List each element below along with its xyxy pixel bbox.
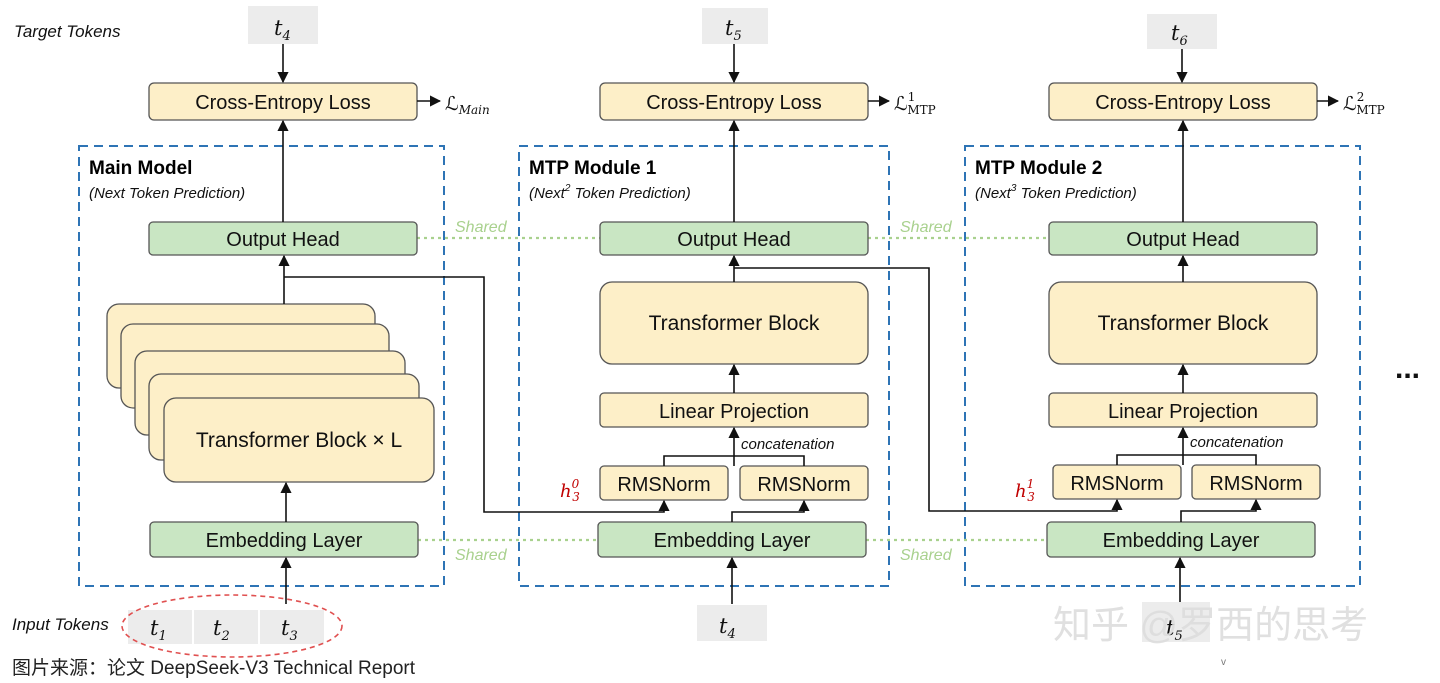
corner-mark: v <box>1221 657 1226 668</box>
svg-text:RMSNorm: RMSNorm <box>1070 473 1163 495</box>
mtp2-rmsnorm-left: RMSNorm <box>1052 464 1182 500</box>
mtp1-rmsnorm-left: RMSNorm <box>599 465 729 501</box>
svg-text:t4: t4 <box>274 16 291 44</box>
arrow-mtp1-embed-to-rms <box>731 499 810 522</box>
shared-label-output-2: Shared <box>900 219 953 236</box>
svg-text:Output Head: Output Head <box>677 229 790 251</box>
mtp1-loss-box: Cross-Entropy Loss <box>599 82 869 121</box>
target-tokens-label: Target Tokens <box>14 22 121 41</box>
mtp1-concat-bracket <box>663 455 805 466</box>
more-modules-ellipsis: ... <box>1395 352 1420 385</box>
svg-text:Cross-Entropy Loss: Cross-Entropy Loss <box>646 92 822 114</box>
svg-text:t4: t4 <box>719 614 736 642</box>
arrow-mtp1-hidden-to-mtp2-rms <box>734 267 1123 512</box>
shared-label-embedding-1: Shared <box>455 547 508 564</box>
svg-text:Output Head: Output Head <box>1126 229 1239 251</box>
svg-text:Transformer Block: Transformer Block <box>1098 312 1269 335</box>
zhihu-watermark: 知乎 @罗西的思考 <box>1053 605 1368 647</box>
mtp1-frame <box>518 145 890 587</box>
main-transformer-stack: Transformer Block × L <box>106 303 435 483</box>
svg-text:t5: t5 <box>725 16 742 44</box>
source-caption: 图片来源：论文 DeepSeek-V3 Technical Report <box>12 657 416 679</box>
main-loss-symbol: ℒMain <box>445 93 490 117</box>
main-model-title: Main Model <box>89 158 192 179</box>
svg-text:t6: t6 <box>1171 21 1188 49</box>
mtp2-rmsnorm-right: RMSNorm <box>1191 464 1321 500</box>
svg-text:Cross-Entropy Loss: Cross-Entropy Loss <box>195 92 371 114</box>
mtp2-frame <box>964 145 1361 587</box>
mtp1-input-token-t4: t4 <box>697 605 767 642</box>
input-token-t2: t2 <box>213 616 230 644</box>
mtp1-embedding-layer: Embedding Layer <box>597 521 867 558</box>
target-token-t6: t6 <box>1147 14 1217 49</box>
svg-text:Output Head: Output Head <box>226 229 339 251</box>
mtp2-output-head: Output Head <box>1048 221 1318 256</box>
mtp2-linear-projection: Linear Projection <box>1048 392 1318 428</box>
mtp1-subtitle: (Next2 Token Prediction) <box>529 183 691 202</box>
svg-text:Transformer Block: Transformer Block <box>649 312 820 335</box>
mtp1-title: MTP Module 1 <box>529 158 657 179</box>
svg-text:Embedding Layer: Embedding Layer <box>654 530 811 552</box>
svg-text:Cross-Entropy Loss: Cross-Entropy Loss <box>1095 92 1271 114</box>
svg-text:RMSNorm: RMSNorm <box>617 474 710 496</box>
shared-label-output-1: Shared <box>455 219 508 236</box>
svg-text:Linear Projection: Linear Projection <box>1108 401 1258 423</box>
mtp2-subtitle: (Next3 Token Prediction) <box>975 183 1137 202</box>
main-transformer-label: Transformer Block × L <box>196 429 402 452</box>
shared-label-embedding-2: Shared <box>900 547 953 564</box>
target-token-t4: t4 <box>248 6 318 44</box>
mtp1-concatenation-label: concatenation <box>741 436 834 453</box>
main-embedding-layer: Embedding Layer <box>149 521 419 558</box>
mtp1-output-head: Output Head <box>599 221 869 256</box>
svg-text:RMSNorm: RMSNorm <box>757 474 850 496</box>
main-loss-box: Cross-Entropy Loss <box>148 82 418 121</box>
input-tokens-label: Input Tokens <box>12 615 109 634</box>
mtp1-linear-projection: Linear Projection <box>599 392 869 428</box>
main-model-subtitle: (Next Token Prediction) <box>89 185 245 202</box>
mtp2-concat-bracket <box>1116 454 1257 465</box>
mtp2-input-token-t5: t5 <box>1142 602 1210 644</box>
mtp2-title: MTP Module 2 <box>975 158 1102 179</box>
svg-text:Embedding Layer: Embedding Layer <box>206 530 363 552</box>
mtp2-transformer-block: Transformer Block <box>1048 281 1318 365</box>
arrow-main-hidden-to-mtp1-rms <box>284 276 670 513</box>
input-token-t3: t3 <box>281 616 298 644</box>
input-tokens-oval <box>121 594 343 658</box>
svg-text:t5: t5 <box>1166 616 1183 644</box>
main-model-frame <box>78 145 445 587</box>
main-output-head: Output Head <box>148 221 418 256</box>
svg-text:Linear Projection: Linear Projection <box>659 401 809 423</box>
mtp2-embedding-layer: Embedding Layer <box>1046 521 1316 558</box>
input-token-t1: t1 <box>150 616 167 644</box>
mtp2-loss-box: Cross-Entropy Loss <box>1048 82 1318 121</box>
input-token-group: t1 t2 t3 <box>121 594 343 658</box>
target-token-t5: t5 <box>702 8 768 44</box>
mtp1-rmsnorm-right: RMSNorm <box>739 465 869 501</box>
svg-text:Embedding Layer: Embedding Layer <box>1103 530 1260 552</box>
mtp2-concatenation-label: concatenation <box>1190 434 1283 451</box>
svg-text:RMSNorm: RMSNorm <box>1209 473 1302 495</box>
arrow-mtp2-embed-to-rms <box>1180 498 1262 522</box>
mtp1-transformer-block: Transformer Block <box>599 281 869 365</box>
